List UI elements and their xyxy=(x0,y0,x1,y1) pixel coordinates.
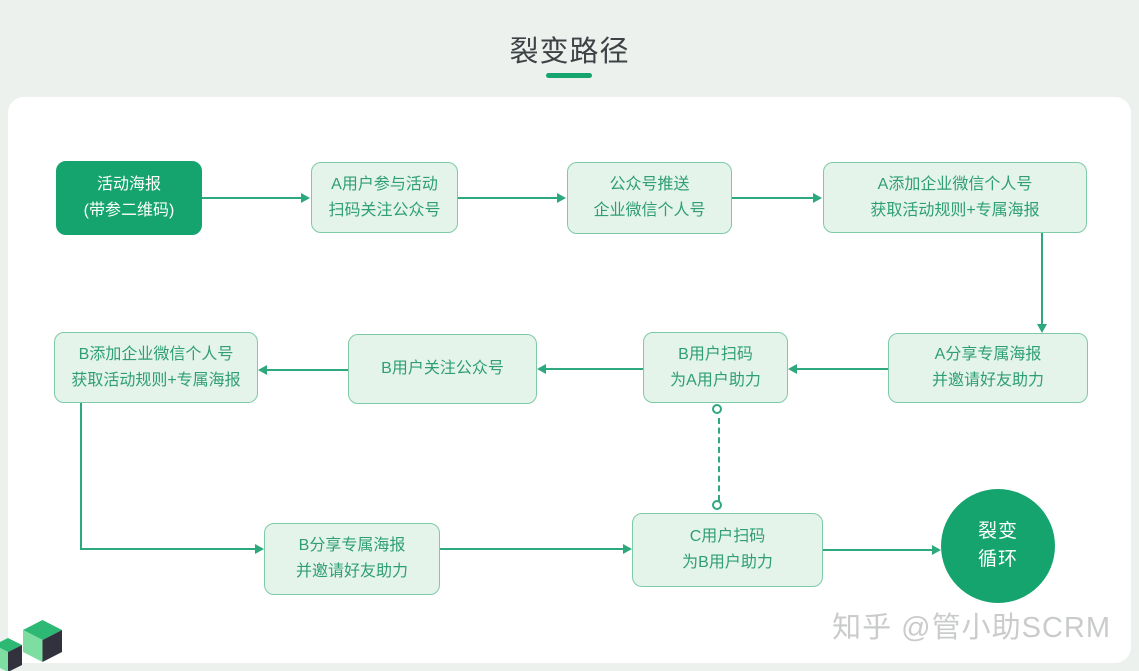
flow-line xyxy=(797,368,888,370)
node-line: 为B用户助力 xyxy=(682,554,773,571)
node-line: (带参二维码) xyxy=(83,202,175,219)
node-b-follow-official: B用户关注公众号 xyxy=(348,334,537,404)
node-activity-poster: 活动海报 (带参二维码) xyxy=(56,161,202,235)
node-line: B添加企业微信个人号 xyxy=(78,345,234,363)
node-line: 并邀请好友助力 xyxy=(295,563,408,580)
watermark: 知乎 @管小助SCRM xyxy=(832,612,1111,644)
arrowhead-right-icon xyxy=(301,193,310,203)
node-official-push: 公众号推送 企业微信个人号 xyxy=(567,162,732,234)
node-line: 并邀请好友助力 xyxy=(931,372,1044,389)
flow-line xyxy=(732,197,815,199)
flow-line xyxy=(823,549,932,551)
title-underline xyxy=(545,73,592,78)
connector-dot xyxy=(712,404,722,414)
node-line: 企业微信个人号 xyxy=(593,202,706,219)
node-line: C用户扫码 xyxy=(689,528,766,545)
node-line: A用户参与活动 xyxy=(331,175,438,193)
node-line: 获取活动规则+专属海报 xyxy=(870,201,1040,219)
node-line: B用户关注公众号 xyxy=(381,360,504,377)
dotted-flow-line xyxy=(718,418,720,501)
page-title: 裂变路径 xyxy=(509,36,630,68)
flow-line xyxy=(202,197,302,199)
node-line: A添加企业微信个人号 xyxy=(877,175,1033,193)
node-line: 扫码关注公众号 xyxy=(328,201,441,219)
node-line: 为A用户助力 xyxy=(670,371,761,389)
arrowhead-left-icon xyxy=(788,364,797,374)
flow-line xyxy=(440,548,623,550)
node-a-add-wecom: A添加企业微信个人号 获取活动规则+专属海报 xyxy=(823,162,1087,233)
arrowhead-right-icon xyxy=(557,193,566,203)
node-line: 获取活动规则+专属海报 xyxy=(71,371,241,389)
node-b-share-poster: B分享专属海报 并邀请好友助力 xyxy=(264,523,440,595)
cycle-line: 裂变 xyxy=(977,521,1018,542)
arrowhead-right-icon xyxy=(623,544,632,554)
node-line: 活动海报 xyxy=(96,176,161,193)
flow-line xyxy=(267,369,348,371)
arrowhead-right-icon xyxy=(932,545,941,555)
arrowhead-right-icon xyxy=(813,193,822,203)
node-c-scan-assist-b: C用户扫码 为B用户助力 xyxy=(632,513,823,587)
cycle-line: 循环 xyxy=(977,549,1018,570)
flow-line xyxy=(80,548,255,550)
flow-line xyxy=(458,197,558,199)
arrowhead-down-icon xyxy=(1037,324,1047,333)
arrowhead-left-icon xyxy=(537,364,546,374)
node-a-join-activity: A用户参与活动 扫码关注公众号 xyxy=(311,162,458,233)
flow-line xyxy=(80,403,82,550)
connector-dot xyxy=(712,500,722,510)
node-fission-cycle: 裂变 循环 xyxy=(941,489,1055,603)
node-line: A分享专属海报 xyxy=(934,346,1042,363)
node-line: B用户扫码 xyxy=(678,345,753,363)
flow-line xyxy=(546,368,643,370)
node-b-add-wecom: B添加企业微信个人号 获取活动规则+专属海报 xyxy=(54,332,258,403)
node-b-scan-assist-a: B用户扫码 为A用户助力 xyxy=(643,332,788,403)
arrowhead-right-icon xyxy=(255,544,264,554)
logo-cubes-icon xyxy=(0,620,62,671)
node-a-share-poster: A分享专属海报 并邀请好友助力 xyxy=(888,333,1088,403)
node-line: 公众号推送 xyxy=(609,176,690,193)
arrowhead-left-icon xyxy=(258,365,267,375)
flow-line xyxy=(1041,233,1043,325)
node-line: B分享专属海报 xyxy=(298,537,406,554)
